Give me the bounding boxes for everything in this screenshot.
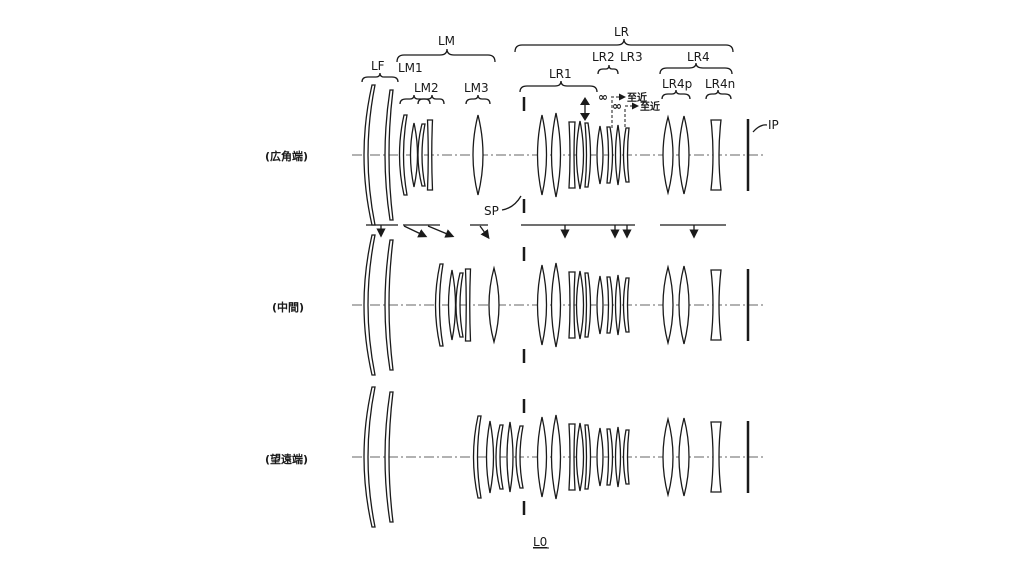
- lens-element: [447, 269, 457, 341]
- lens-element: [363, 234, 376, 376]
- lens-element: [550, 262, 562, 348]
- label-L0: L0: [533, 535, 547, 549]
- lens-element: [575, 422, 585, 492]
- lens-rows: [352, 84, 765, 528]
- lens-element: [536, 264, 548, 346]
- lens-element: [485, 420, 495, 494]
- lens-element: [515, 425, 524, 489]
- label-near-1: 至近: [627, 91, 647, 104]
- lens-element: [622, 429, 630, 485]
- lens-element: [710, 119, 722, 191]
- state-label-middle: (中間): [272, 300, 304, 314]
- lens-element: [678, 417, 690, 497]
- lens-element: [584, 272, 592, 338]
- state-label-tele: (望遠端): [265, 452, 308, 466]
- lens-element: [568, 121, 576, 189]
- lens-element: [584, 424, 592, 490]
- lens-element: [384, 239, 394, 371]
- lens-row: [352, 84, 765, 226]
- lens-element: [488, 265, 500, 345]
- lens-element: [614, 274, 622, 336]
- lens-element: [495, 424, 504, 490]
- lens-element: [710, 269, 722, 341]
- lens-row: [352, 234, 765, 376]
- lens-element: [614, 426, 622, 488]
- lens-element: [384, 391, 394, 523]
- lens-element: [363, 84, 376, 226]
- lens-element: [398, 114, 408, 196]
- state-label-wide: (広角端): [265, 149, 308, 163]
- lens-element: [464, 268, 472, 342]
- lens-element: [550, 414, 562, 500]
- label-LM: LM: [438, 34, 455, 48]
- lens-element: [596, 125, 604, 185]
- label-LM1: LM1: [398, 61, 423, 75]
- lens-element: [472, 114, 484, 196]
- lens-element: [506, 421, 514, 493]
- label-LR3: LR3: [620, 50, 643, 64]
- label-near-2: 至近: [640, 100, 660, 113]
- lens-element: [622, 277, 630, 333]
- lens-element: [568, 423, 576, 491]
- lens-element: [536, 114, 548, 196]
- lens-element: [596, 275, 604, 335]
- lens-element: [606, 126, 614, 184]
- lens-element: [622, 127, 630, 183]
- lens-element: [568, 271, 576, 339]
- label-LF: LF: [371, 59, 385, 73]
- lens-element: [584, 122, 592, 188]
- lens-element: [575, 270, 585, 340]
- label-infinity-1: ∞: [598, 90, 608, 104]
- lens-element: [417, 123, 426, 187]
- lens-element: [434, 263, 444, 347]
- lens-element: [606, 276, 614, 334]
- label-IP: IP: [768, 118, 779, 132]
- lens-element: [710, 421, 722, 493]
- zoom-trajectories: [366, 224, 726, 240]
- label-LR4: LR4: [687, 50, 710, 64]
- label-infinity-2: ∞: [612, 99, 622, 113]
- lens-element: [536, 416, 548, 498]
- lens-element: [678, 115, 690, 195]
- lens-element: [662, 114, 674, 196]
- group-labels: LM LR LF LM1 LM2 LM3 LR1 LR2 LR3 LR4 LR4…: [361, 25, 779, 218]
- lens-element: [363, 386, 376, 528]
- label-LM3: LM3: [464, 81, 489, 95]
- lens-element: [426, 119, 434, 191]
- lens-element: [662, 416, 674, 498]
- lens-element: [606, 428, 614, 486]
- lens-row: [352, 386, 765, 528]
- label-LR: LR: [614, 25, 629, 39]
- lens-element: [409, 122, 419, 188]
- lens-element: [455, 272, 464, 338]
- lens-element: [550, 112, 562, 198]
- lens-element: [472, 415, 482, 499]
- lens-element: [384, 89, 394, 221]
- label-LM2: LM2: [414, 81, 439, 95]
- lens-element: [575, 120, 585, 190]
- label-LR2: LR2: [592, 50, 615, 64]
- lens-element: [678, 265, 690, 345]
- label-LR1: LR1: [549, 67, 572, 81]
- label-LR4n: LR4n: [705, 77, 735, 91]
- lens-element: [614, 124, 622, 186]
- lens-element: [596, 427, 604, 487]
- lens-element: [662, 264, 674, 346]
- label-SP: SP: [484, 204, 499, 218]
- label-LR4p: LR4p: [662, 77, 692, 91]
